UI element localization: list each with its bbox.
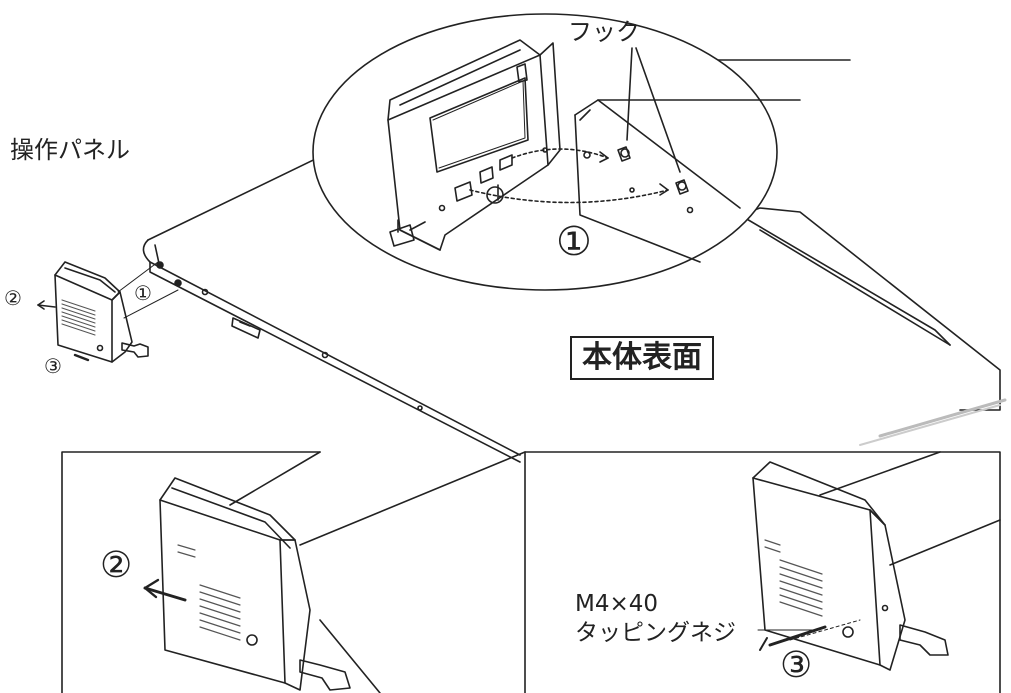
step-1-small-marker: ① (134, 281, 152, 305)
main-body-surface-label: 本体表面 (570, 336, 714, 380)
step-2-small-marker: ② (4, 286, 22, 310)
screw-size-label: M4×40 (575, 591, 659, 617)
operation-panel-label: 操作パネル (10, 136, 130, 164)
zoom-callout (312, 13, 801, 291)
step-1-callout-marker: ① (556, 219, 592, 265)
step-2-detail-marker: ② (100, 545, 133, 586)
hook-label: フック (568, 18, 640, 46)
detail-box-left (61, 451, 526, 693)
screw-type-label: タッピングネジ (575, 620, 736, 646)
step-3-detail-marker: ③ (780, 645, 813, 686)
detail-box-right (524, 451, 1001, 693)
step-3-small-marker: ③ (44, 354, 62, 378)
operation-panel-small (37, 261, 179, 363)
